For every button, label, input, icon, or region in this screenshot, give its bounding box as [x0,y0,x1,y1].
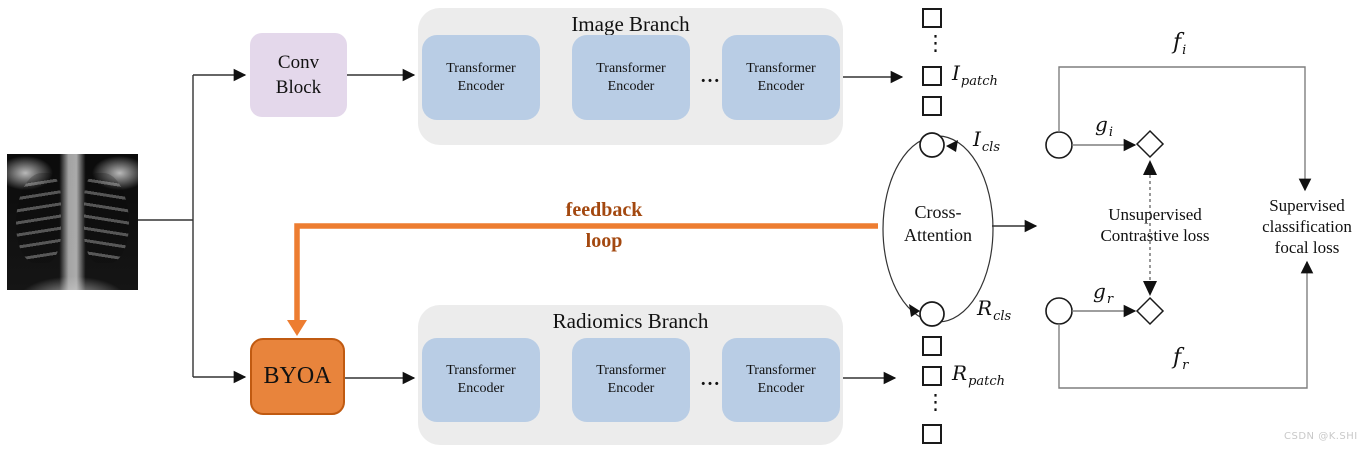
fi-path-to-focal-loss [1058,66,1312,192]
contrastive-arrowhead-up [1143,160,1157,175]
feedback-label-line2: loop [585,230,623,252]
feedback-loop-line [294,223,878,321]
conv-block: Conv Block [250,33,347,117]
label-sub: patch [960,74,998,89]
radiomics-patch-token-square-2 [922,366,942,386]
label-r-cls: Rcls [977,296,1011,324]
radiomics-transformer-encoder-2: Transformer Encoder [572,338,690,422]
radiomics-branch-ellipsis: ... [700,369,722,390]
radiomics-patch-token-square-4 [922,424,942,444]
byoa-block: BYOA [250,338,345,415]
encoder-label: Transformer Encoder [596,60,666,94]
contrastive-loss-line1: Unsupervised [1108,205,1202,224]
radiomics-patch-vertical-ellipsis: ⋮ [925,390,946,414]
label-sub: patch [968,374,1006,389]
label-base: g [1093,279,1106,303]
rcls-token-circle [919,301,945,327]
focal-loss-line3: focal loss [1274,238,1340,257]
unsupervised-contrastive-loss-label: Unsupervised Contrastive loss [1088,204,1222,246]
label-base: R [977,296,993,320]
focal-loss-line1: Supervised [1269,196,1345,215]
byoa-label: BYOA [263,363,332,389]
label-f-r: fr [1173,345,1188,373]
label-g-r: gr [1093,279,1113,307]
label-i-patch: Ipatch [952,61,998,89]
cross-attention-line1: Cross- [914,202,962,222]
icls-token-circle [919,132,945,158]
label-base: R [952,361,968,385]
radiomics-transformer-encoder-1: Transformer Encoder [422,338,540,422]
image-patch-token-square-3 [922,96,942,116]
cross-attention-label: Cross- Attention [883,201,993,247]
label-sub: i [1182,43,1187,59]
label-base: I [973,127,981,151]
gi-projection-diamond [1135,129,1165,159]
ellipse-arrowhead-to-icls [946,140,958,152]
label-i-cls: Icls [973,127,1000,155]
cross-attention-line2: Attention [904,225,972,245]
label-base: I [952,61,960,85]
image-transformer-encoder-2: Transformer Encoder [572,35,690,120]
feedback-loop-arrowhead [287,320,307,336]
image-branch-title: Image Branch [571,12,690,36]
radiomics-branch-title: Radiomics Branch [552,309,709,333]
image-patch-token-square-1 [922,8,942,28]
gr-projection-diamond [1135,296,1165,326]
label-sub: r [1106,292,1114,307]
label-sub: cls [981,140,1001,155]
label-base: g [1095,112,1108,136]
image-patch-token-square-2 [922,66,942,86]
label-base: f [1173,30,1182,55]
gr-input-circle [1045,297,1073,325]
xray-left-lung [16,173,61,263]
encoder-label: Transformer Encoder [596,363,666,396]
focal-loss-line2: classification [1262,217,1352,236]
conv-block-label-line1: Conv [277,52,320,73]
label-sub: i [1108,125,1113,140]
contrastive-loss-line2: Contrastive loss [1100,226,1210,245]
image-transformer-encoder-3: Transformer Encoder [722,35,840,120]
xray-right-lung [84,173,129,263]
label-f-i: fi [1173,30,1186,58]
image-branch-ellipsis: ... [700,66,722,87]
label-sub: r [1182,358,1189,374]
feedback-label-line1: feedback [565,199,643,221]
conv-block-label-line2: Block [275,77,322,98]
label-g-i: gi [1095,112,1113,140]
encoder-label: Transformer Encoder [446,60,516,94]
image-transformer-encoder-1: Transformer Encoder [422,35,540,120]
label-r-patch: Rpatch [952,361,1005,389]
radiomics-patch-token-square-1 [922,336,942,356]
fr-path-to-focal-loss [1058,260,1314,389]
encoder-label: Transformer Encoder [746,363,816,396]
radiomics-transformer-encoder-3: Transformer Encoder [722,338,840,422]
ellipse-arrowhead-to-rcls [909,304,920,317]
label-sub: cls [993,309,1012,324]
chest-xray-image [7,154,138,290]
image-patch-vertical-ellipsis: ⋮ [925,31,946,55]
contrastive-arrowhead-down [1143,281,1157,296]
encoder-label: Transformer Encoder [446,363,516,396]
csdn-watermark: CSDN @K.SHI [1284,431,1358,442]
supervised-focal-loss-label: Supervised classification focal loss [1243,195,1368,258]
encoder-label: Transformer Encoder [746,60,816,94]
gi-input-circle [1045,131,1073,159]
label-base: f [1173,345,1182,370]
